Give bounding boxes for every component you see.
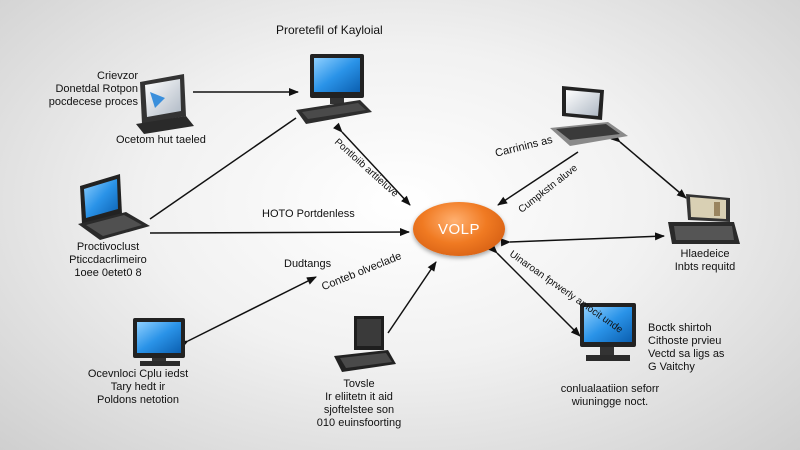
bottom-left-line: Ocevnloci Cplu iedst xyxy=(87,368,189,380)
arrow-bottom-right xyxy=(487,243,581,337)
bottom-right-side-line: G Vaitchy xyxy=(648,361,695,373)
bottom-left-line: Tary hedt ir xyxy=(110,381,166,393)
right-line: Hlaedeice xyxy=(680,248,730,260)
arrow-left-diagonal xyxy=(149,117,297,220)
left-line: Pticcdacrlimeiro xyxy=(69,254,147,266)
top-left-line: Crievzor xyxy=(97,70,138,82)
top-workstation-icon xyxy=(296,54,372,124)
left-line: 1oee 0etet0 8 xyxy=(74,267,142,279)
bottom-right-monitor-icon xyxy=(580,303,636,361)
arrow-top xyxy=(332,122,411,206)
bottom-left-line: Poldons netotion xyxy=(97,394,179,406)
bottom-right-node-text: conlualaatiion seforr wiuningge noct. xyxy=(550,383,670,409)
top-left-caption: Ocetom hut taeled xyxy=(116,134,206,146)
voip-hub: VOLP xyxy=(413,202,505,256)
bottom-right-side-text: Boctk shirtoh Cithoste prvieu Vectd sa l… xyxy=(648,322,724,374)
bottom-right-side-line: Cithoste prvieu xyxy=(648,335,722,347)
bottom-left-node-text: Ocevnloci Cplu iedst Tary hedt ir Poldon… xyxy=(58,368,218,407)
bottom-left-monitor-icon xyxy=(133,318,185,366)
bottom-right-side-line: Boctk shirtoh xyxy=(648,322,712,334)
upper-right-workstation-icon xyxy=(550,86,628,146)
left-line: Proctivoclust xyxy=(76,241,140,253)
bottom-line: Tovsle xyxy=(343,378,375,390)
left-node-text: Proctivoclust Pticcdacrlimeiro 1oee 0ete… xyxy=(48,241,168,280)
right-laptop-icon xyxy=(668,194,740,244)
bottom-right-side-line: Vectd sa ligs as xyxy=(648,348,725,360)
top-left-line: Donetdal Rotpon xyxy=(55,83,138,95)
top-left-node-text: Crievzor Donetdal Rotpon pocdecese proce… xyxy=(40,70,138,109)
arrow-bottom-left xyxy=(178,276,317,349)
link-label-bottom-left: Dudtangs xyxy=(284,258,332,270)
arrow-bottom xyxy=(387,261,437,334)
bottom-node-text: Tovsle Ir eliitetn it aid sjoftelstee so… xyxy=(294,378,424,430)
arrow-left xyxy=(149,228,410,237)
link-label-left: HOTO Portdenless xyxy=(262,208,355,220)
arrow-right xyxy=(500,232,665,247)
bottom-right-line: conlualaatiion seforr xyxy=(560,383,660,395)
bottom-line: 010 euinsfoorting xyxy=(316,417,402,429)
bottom-line: sjoftelstee son xyxy=(323,404,395,416)
arrow-upper-right-to-right xyxy=(610,133,687,199)
hub-label: VOLP xyxy=(437,220,481,238)
bottom-telephone-icon xyxy=(334,316,396,372)
top-left-line: pocdecese proces xyxy=(48,96,138,108)
bottom-line: Ir eliitetn it aid xyxy=(325,391,393,403)
arrow-upper-right xyxy=(497,151,579,206)
top-left-panel-icon xyxy=(136,74,194,134)
diagram-title: Proretefil of Kayloial xyxy=(276,23,383,37)
bottom-right-line: wiuningge noct. xyxy=(571,396,649,408)
right-line: Inbts requitd xyxy=(674,261,736,273)
left-workstation-icon xyxy=(78,174,150,240)
right-node-text: Hlaedeice Inbts requitd xyxy=(650,248,760,274)
